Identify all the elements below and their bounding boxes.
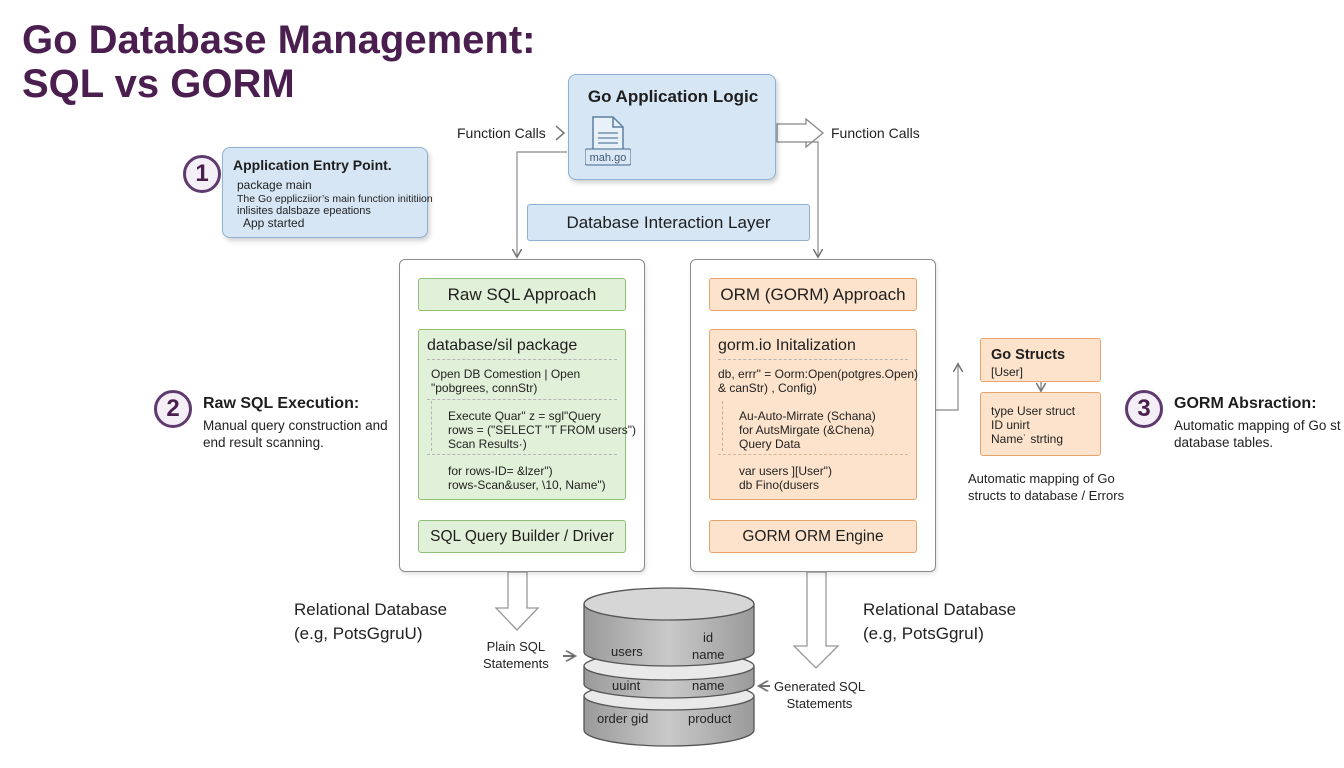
db-column-id: id <box>703 630 714 645</box>
gorm-abstraction-line-2: database tables. <box>1174 435 1274 450</box>
database-cylinder-icon <box>583 587 755 747</box>
raw-sql-panel: Raw SQL Approach database/sil package Op… <box>399 259 645 572</box>
gorm-abstraction-note: GORM Absraction: Automatic mapping of Go… <box>1174 395 1344 451</box>
title-line-2: SQL vs GORM <box>22 62 295 106</box>
divider <box>722 401 723 451</box>
entry-point-title: Application Entry Point. <box>233 157 392 173</box>
page-title: Go Database Management: SQL vs GORM <box>22 18 535 106</box>
db-column-name-1: name <box>692 647 725 662</box>
gorm-migrate-line-1: Au-Auto-Mirrate (Schana) <box>739 409 876 423</box>
divider <box>427 454 617 455</box>
relational-db-left-line-1: Relational Database <box>294 600 448 619</box>
raw-sql-down-arrow <box>494 571 540 631</box>
title-line-1: Go Database Management: <box>22 18 536 62</box>
divider <box>718 454 908 455</box>
db-table-uuint: uuint <box>612 678 641 693</box>
function-calls-left-arrow <box>555 125 566 141</box>
db-column-product: product <box>688 711 732 726</box>
sql-open-line-2: "pobgrees, connStr) <box>431 381 538 395</box>
gorm-abstraction-line-1: Automatic mapping of Go st <box>1174 418 1341 433</box>
document-icon <box>585 116 631 166</box>
entry-point-line-3: inlisites dalsbaze epeations <box>237 205 371 217</box>
step-3-badge: 3 <box>1125 390 1163 428</box>
relational-db-left-line-2: (e.g, PotsGgruU) <box>294 624 423 643</box>
struct-line-3: Name˙ strting <box>991 432 1064 446</box>
relational-db-right-label: Relational Database (e.g, PotsGgruI) <box>863 600 1016 644</box>
sql-loop-line-2: rows-Scan&user, \10, Name") <box>448 478 606 492</box>
gorm-to-structs-line <box>936 365 958 411</box>
gorm-initialization-box: gorm.io Initalization db, errr" = Oorm:O… <box>709 329 919 500</box>
gorm-panel: ORM (GORM) Approach gorm.io Initalizatio… <box>690 259 936 572</box>
raw-sql-execution-note: Raw SQL Execution: Manual query construc… <box>203 395 388 451</box>
gorm-find-line-2: db Fino(dusers <box>739 478 820 492</box>
sql-query-builder-footer: SQL Query Builder / Driver <box>418 520 626 553</box>
sql-query-line-1: Execute Quar" z = sgl"Query <box>448 409 601 423</box>
step-2-badge: 2 <box>154 390 192 428</box>
generated-sql-label: Generated SQL Statements <box>774 678 865 712</box>
raw-sql-header: Raw SQL Approach <box>418 278 626 311</box>
generated-sql-line-2: Statements <box>786 696 853 711</box>
function-calls-right-label: Function Calls <box>831 125 920 141</box>
go-application-logic-box: Go Application Logic mah.go <box>568 74 776 180</box>
go-structs-box: Go Structs [User] <box>980 338 1101 382</box>
gorm-orm-engine-footer: GORM ORM Engine <box>709 520 917 553</box>
sql-query-line-3: Scan Results·) <box>448 437 527 451</box>
raw-sql-execution-title: Raw SQL Execution: <box>203 395 360 412</box>
entry-point-line-2: The Go epplicziior’s main function initi… <box>237 193 433 205</box>
entry-point-line-1: package main <box>237 178 312 192</box>
gorm-migrate-line-3: Query Data <box>739 437 801 451</box>
file-label: mah.go <box>589 152 627 164</box>
gorm-open-line-2: & canStr) , Config) <box>718 381 817 395</box>
plain-sql-line-2: Statements <box>483 656 549 671</box>
struct-line-1: type User struct <box>991 404 1076 418</box>
generated-sql-line-1: Generated SQL <box>774 679 866 694</box>
db-column-name-2: name <box>692 678 725 693</box>
db-table-order: order gid <box>597 711 649 726</box>
structs-caption: Automatic mapping of Go structs to datab… <box>968 470 1124 504</box>
sql-query-line-2: rows = ("SELECT "T FROM users") <box>448 423 637 437</box>
relational-db-left-label: Relational Database (e.g, PotsGgruU) <box>294 600 447 644</box>
go-structs-title: Go Structs <box>991 347 1066 363</box>
user-struct-box: type User struct ID unirt Name˙ strting <box>980 392 1101 456</box>
gorm-init-title: gorm.io Initalization <box>718 337 856 354</box>
divider <box>718 359 908 360</box>
step-1-badge: 1 <box>183 155 221 193</box>
database-sql-package-box: database/sil package Open DB Comestion |… <box>418 329 636 500</box>
gorm-down-arrow <box>792 571 840 669</box>
gorm-header: ORM (GORM) Approach <box>709 278 917 311</box>
go-structs-subtitle: [User] <box>991 365 1024 379</box>
divider <box>427 359 617 360</box>
entry-point-box: Application Entry Point. package main Th… <box>222 147 433 238</box>
app-to-raw-sql-line <box>517 151 567 256</box>
sql-package-title: database/sil package <box>427 337 578 354</box>
sql-open-line-1: Open DB Comestion | Open <box>431 367 581 381</box>
plain-sql-label: Plain SQL Statements <box>483 638 549 672</box>
divider <box>427 399 617 400</box>
sql-loop-line-1: for rows-ID= &lzer") <box>448 464 553 478</box>
app-to-gorm-line <box>806 141 818 256</box>
entry-point-line-4: App started <box>243 216 305 230</box>
struct-line-2: ID unirt <box>991 418 1030 432</box>
relational-db-right-line-1: Relational Database <box>863 600 1017 619</box>
gorm-find-line-1: var users ][User") <box>739 464 832 478</box>
gorm-open-line-1: db, errr" = Oorm:Open(potgres.Open) <box>718 367 919 381</box>
structs-caption-line-2: structs to database / Errors <box>968 488 1125 503</box>
relational-db-right-line-2: (e.g, PotsGgruI) <box>863 624 984 643</box>
structs-caption-line-1: Automatic mapping of Go <box>968 471 1115 486</box>
raw-sql-execution-line-1: Manual query construction and <box>203 418 388 433</box>
gorm-abstraction-title: GORM Absraction: <box>1174 395 1317 412</box>
raw-sql-execution-line-2: end result scanning. <box>203 435 324 450</box>
plain-sql-line-1: Plain SQL <box>486 639 546 654</box>
function-calls-left-label: Function Calls <box>457 125 546 141</box>
app-logic-title: Go Application Logic <box>587 87 759 106</box>
function-calls-right-arrow <box>776 117 825 149</box>
db-table-users: users <box>611 644 643 659</box>
divider <box>431 401 432 451</box>
database-interaction-layer: Database Interaction Layer <box>527 204 810 241</box>
gorm-migrate-line-2: for AutsMirgate (&Chena) <box>739 423 875 437</box>
